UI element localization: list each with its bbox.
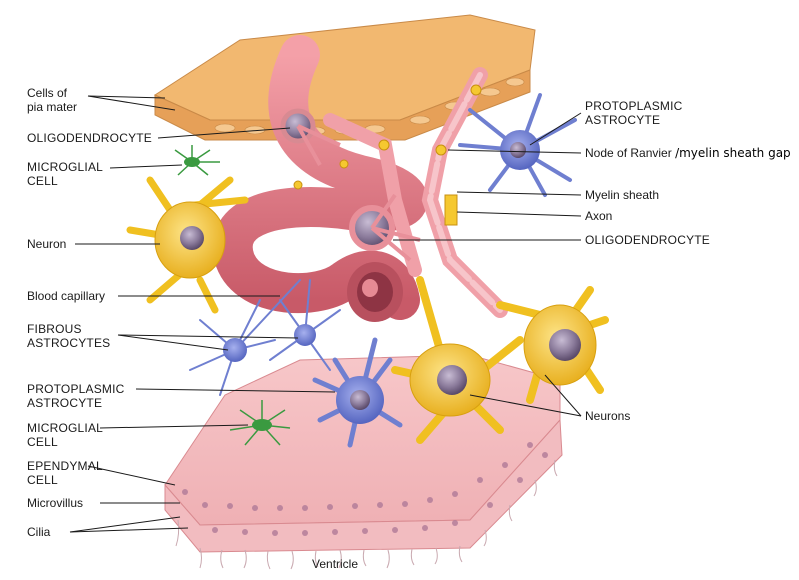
label-blood-capillary: Blood capillary xyxy=(27,289,106,303)
neurons xyxy=(126,176,609,444)
label-myelin-sheath-gap: /myelin sheath gap xyxy=(675,146,791,160)
label-axon: Axon xyxy=(585,209,613,223)
microglial-cell-top xyxy=(174,145,220,176)
astrocytes xyxy=(189,93,577,448)
fibrous-astrocyte-1 xyxy=(189,279,301,396)
neuron-center xyxy=(391,276,524,444)
microglial-cell-bottom xyxy=(229,400,291,446)
label-myelin-sheath: Myelin sheath xyxy=(585,188,660,202)
label-cilia: Cilia xyxy=(27,525,51,539)
oligodendrocytes xyxy=(280,108,421,262)
label-neuron: Neuron xyxy=(27,237,67,251)
blood-capillary xyxy=(212,35,428,322)
fibrous-astrocyte-2 xyxy=(269,279,341,371)
label-oligodendrocyte-left: OLIGODENDROCYTE xyxy=(27,131,153,145)
label-microvillus: Microvillus xyxy=(27,496,84,510)
label-ventricle: Ventricle xyxy=(312,557,359,571)
neuron-left xyxy=(126,176,249,314)
protoplasmic-astrocyte-top xyxy=(458,93,577,197)
neuron-right xyxy=(496,286,609,404)
protoplasmic-astrocyte-bottom xyxy=(312,337,403,448)
label-oligodendrocyte-right: OLIGODENDROCYTE xyxy=(585,233,711,247)
leader-lines xyxy=(69,95,582,533)
microglia xyxy=(174,145,291,446)
label-node-of-ranvier: Node of Ranvier /myelin sheath gap xyxy=(585,146,791,160)
label-neurons: Neurons xyxy=(585,409,631,423)
